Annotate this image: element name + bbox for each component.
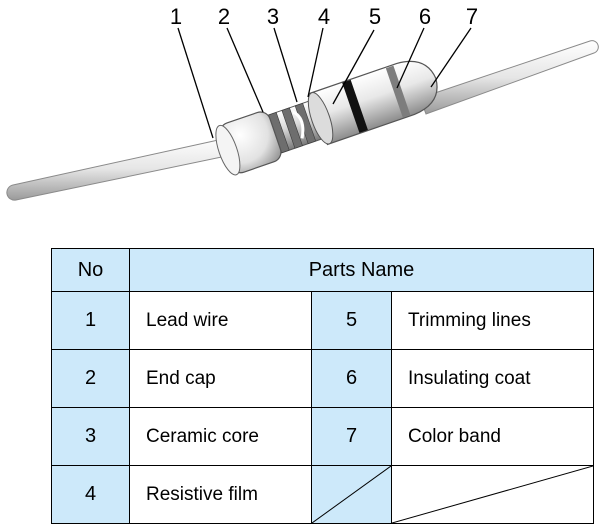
part-name: Resistive film (129, 465, 312, 524)
part-name: Lead wire (129, 291, 312, 350)
resistive-film-grooves (268, 102, 317, 154)
callout-7: 7 (466, 4, 478, 29)
table-row: 2 End cap 6 Insulating coat (51, 349, 594, 408)
part-name: Color band (391, 407, 594, 466)
callout-2: 2 (218, 4, 230, 29)
trimming-lines (292, 110, 305, 139)
table-header-row: No Parts Name (51, 248, 594, 292)
color-band-black (342, 79, 368, 133)
leader-lines (177, 27, 472, 139)
header-no: No (51, 248, 130, 292)
callout-6: 6 (419, 4, 431, 29)
resistor-illustration: 1 2 3 4 5 6 7 (6, 4, 599, 201)
row-number: 1 (51, 291, 130, 350)
color-band-gray (385, 65, 411, 118)
lead-wire-left (6, 136, 237, 201)
parts-table: No Parts Name 1 Lead wire 5 Trimming lin… (51, 248, 594, 524)
row-number: 2 (51, 349, 130, 408)
row-number: 6 (311, 349, 392, 408)
end-cap (215, 111, 282, 176)
empty-cell-diagonal (311, 465, 392, 524)
row-number: 5 (311, 291, 392, 350)
lead-wire-right (419, 40, 599, 115)
row-number: 4 (51, 465, 130, 524)
header-parts-name: Parts Name (129, 248, 594, 292)
table-row: 1 Lead wire 5 Trimming lines (51, 291, 594, 350)
callout-1: 1 (170, 4, 182, 29)
part-name: End cap (129, 349, 312, 408)
callout-4: 4 (318, 4, 330, 29)
part-name: Insulating coat (391, 349, 594, 408)
insulating-coat-edge (307, 92, 334, 145)
table-row: 4 Resistive film (51, 465, 594, 524)
row-number: 7 (311, 407, 392, 466)
row-number: 3 (51, 407, 130, 466)
empty-cell-diagonal (391, 465, 594, 524)
part-name: Trimming lines (391, 291, 594, 350)
part-name: Ceramic core (129, 407, 312, 466)
table-row: 3 Ceramic core 7 Color band (51, 407, 594, 466)
callout-3: 3 (267, 4, 279, 29)
callout-5: 5 (369, 4, 381, 29)
